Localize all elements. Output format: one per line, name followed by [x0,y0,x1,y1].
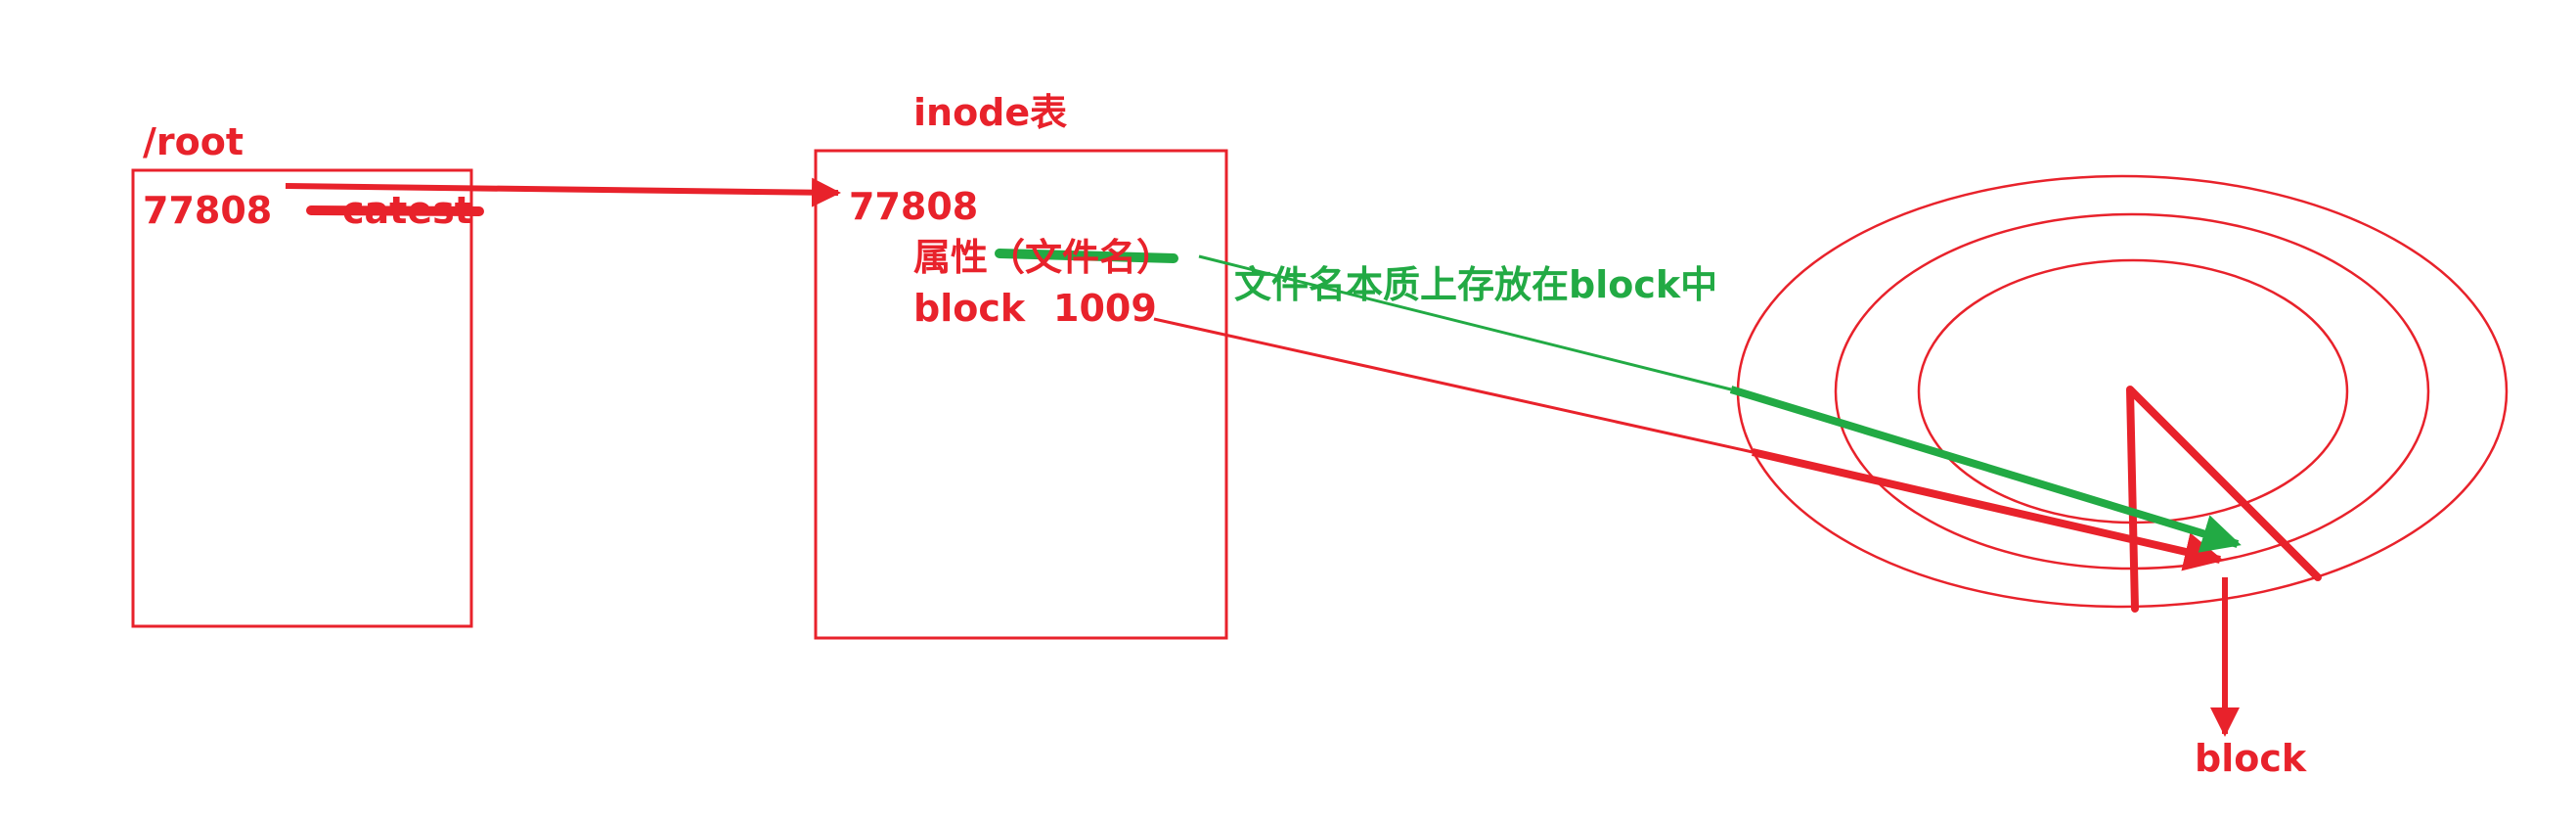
inode-link-arrow [285,177,841,207]
inode-table-inode-number: 77808 [849,185,979,228]
inode-table-box [814,149,1228,640]
filename-storage-arrow [1198,254,1732,391]
disk-outer-ring [1736,174,2509,609]
inode-table-attribute: 属性（文件名） [913,236,1175,279]
inode-table-block-label: block [913,287,1026,330]
directory-inode-number: 77808 [143,189,273,232]
attribute-strikethrough [995,249,1178,263]
inode-table-block-number: 1009 [1053,287,1157,330]
disk-block-label: block [2195,737,2307,780]
directory-filename: catest [342,189,472,232]
filename-strikethrough [306,205,484,216]
filename-storage-arrow-bold [1729,386,2242,553]
inode-table-title: inode表 [913,91,1068,134]
directory-title: /root [143,120,244,163]
directory-box [131,168,473,628]
disk-sector-wedge [2126,386,2322,613]
block-pointer-arrow-bold [1752,448,2224,571]
filename-storage-note: 文件名本质上存放在block中 [1234,263,1718,306]
